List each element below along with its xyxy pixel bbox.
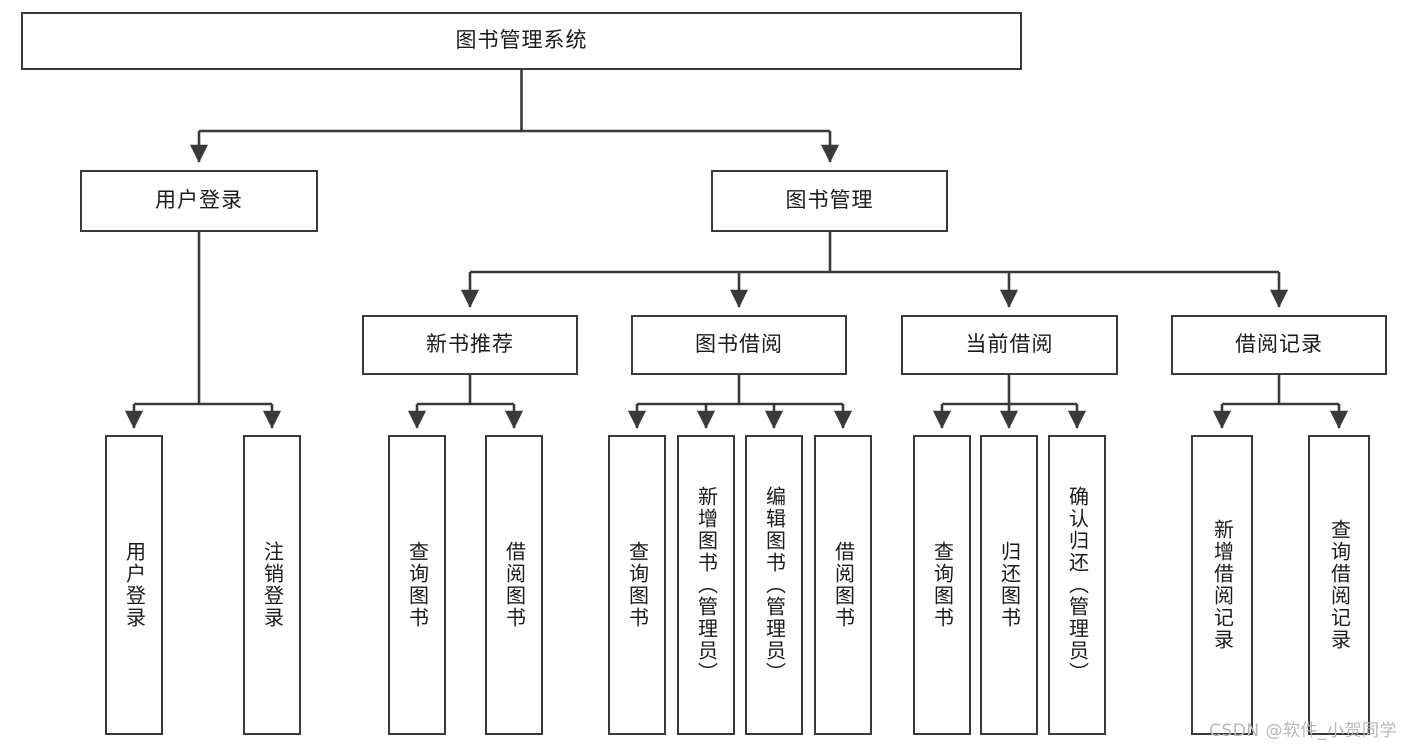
node-label: 新增图书（管理员） [694, 486, 719, 684]
node-book-borrow[interactable]: 图书借阅 [631, 315, 847, 375]
node-label: 注销登录 [260, 541, 285, 629]
node-user-login[interactable]: 用户登录 [80, 170, 318, 232]
node-label: 新书推荐 [426, 332, 514, 357]
node-leaf-query-book-3[interactable]: 查询图书 [913, 435, 971, 735]
node-label: 确认归还（管理员） [1065, 486, 1090, 684]
node-label: 新增借阅记录 [1210, 519, 1235, 651]
csdn-watermark: CSDN @软件_小贺同学 [1209, 721, 1397, 741]
node-leaf-add-record[interactable]: 新增借阅记录 [1191, 435, 1253, 735]
node-new-book-recommend[interactable]: 新书推荐 [362, 315, 578, 375]
node-leaf-borrow-book-2[interactable]: 借阅图书 [814, 435, 872, 735]
node-label: 查询图书 [405, 541, 430, 629]
node-leaf-query-book-1[interactable]: 查询图书 [388, 435, 446, 735]
node-leaf-query-book-2[interactable]: 查询图书 [608, 435, 666, 735]
node-label: 归还图书 [997, 541, 1022, 629]
node-root-book-management-system[interactable]: 图书管理系统 [21, 12, 1022, 70]
node-label: 查询借阅记录 [1327, 519, 1352, 651]
node-leaf-confirm-return[interactable]: 确认归还（管理员） [1048, 435, 1106, 735]
node-label: 借阅记录 [1235, 332, 1323, 357]
node-label: 用户登录 [155, 188, 243, 213]
node-book-manage[interactable]: 图书管理 [711, 170, 948, 232]
node-label: 图书管理 [785, 188, 874, 213]
node-leaf-return-book[interactable]: 归还图书 [980, 435, 1038, 735]
node-leaf-add-book[interactable]: 新增图书（管理员） [677, 435, 735, 735]
node-label: 图书借阅 [695, 332, 783, 357]
node-label: 借阅图书 [502, 541, 527, 629]
node-leaf-edit-book[interactable]: 编辑图书（管理员） [745, 435, 803, 735]
node-leaf-query-record[interactable]: 查询借阅记录 [1308, 435, 1370, 735]
node-label: 查询图书 [625, 541, 650, 629]
node-label: 当前借阅 [965, 332, 1054, 357]
node-label: 用户登录 [122, 541, 147, 629]
node-label: 查询图书 [930, 541, 955, 629]
node-label: 图书管理系统 [455, 28, 588, 53]
node-leaf-user-login[interactable]: 用户登录 [105, 435, 163, 735]
node-borrow-record[interactable]: 借阅记录 [1171, 315, 1387, 375]
node-leaf-borrow-book-1[interactable]: 借阅图书 [485, 435, 543, 735]
node-label: 编辑图书（管理员） [762, 486, 787, 684]
node-leaf-logout[interactable]: 注销登录 [243, 435, 301, 735]
node-current-borrow[interactable]: 当前借阅 [901, 315, 1118, 375]
node-label: 借阅图书 [831, 541, 856, 629]
